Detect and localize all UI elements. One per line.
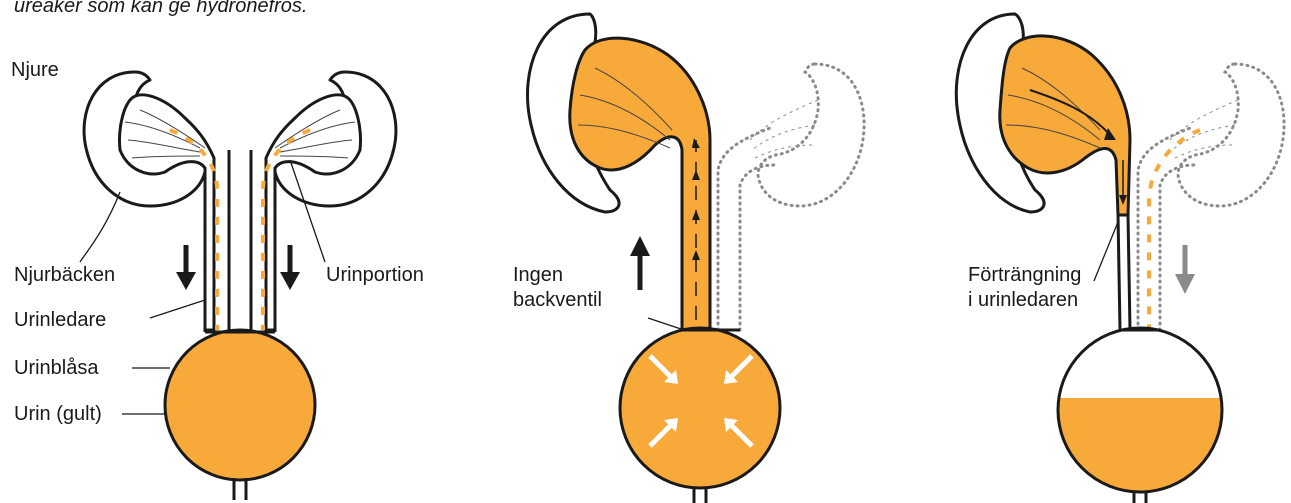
ghost-fan-lines (750, 100, 818, 158)
ghost-right-kidney (758, 64, 864, 206)
label-urin: Urin (gult) (14, 403, 102, 425)
up-arrow-head (630, 236, 650, 256)
label-i-urinledaren: i urinledaren (968, 289, 1078, 311)
label-urinledare: Urinledare (14, 309, 106, 331)
label-backventil: backventil (513, 289, 602, 311)
bladder-urine-level (1050, 398, 1230, 498)
caption-text: ureaker som kan ge hydronefros. (14, 0, 308, 17)
panel-stricture: Förträngning i urinledaren (956, 14, 1284, 503)
label-urinportion: Urinportion (326, 264, 424, 286)
urethra-3 (1134, 492, 1146, 503)
bladder-contracting (620, 328, 780, 488)
right-renal-pelvis (266, 95, 361, 330)
label-njurbacken: Njurbäcken (14, 264, 115, 286)
gray-down-arrow-head (1175, 274, 1195, 294)
label-njure: Njure (11, 59, 59, 81)
label-ingen: Ingen (513, 264, 563, 286)
leader-ingen-backventil (648, 318, 684, 330)
panel-no-valve: Ingen backventil (513, 14, 864, 503)
stricture-ureter (1118, 215, 1130, 330)
down-arrow-left-head (176, 272, 196, 290)
leader-njurbacken (80, 192, 120, 262)
ghost-right-ureter (718, 128, 775, 330)
leader-urinledare (150, 300, 205, 318)
left-renal-pelvis (119, 95, 214, 330)
label-forträngning: Förträngning (968, 264, 1081, 286)
leader-forträngning (1094, 222, 1118, 281)
down-arrow-right-head (280, 272, 300, 290)
ghost-right-ureter-3 (1138, 128, 1195, 330)
urethra-2 (694, 488, 706, 503)
ghost-fan-lines-3 (1170, 100, 1238, 158)
bladder-full (165, 330, 315, 480)
label-urinblasa: Urinblåsa (14, 357, 99, 379)
ghost-right-kidney-3 (1178, 64, 1284, 206)
panel-normal: Njure Njurbäcken Urinportion Urinledare … (11, 59, 424, 500)
